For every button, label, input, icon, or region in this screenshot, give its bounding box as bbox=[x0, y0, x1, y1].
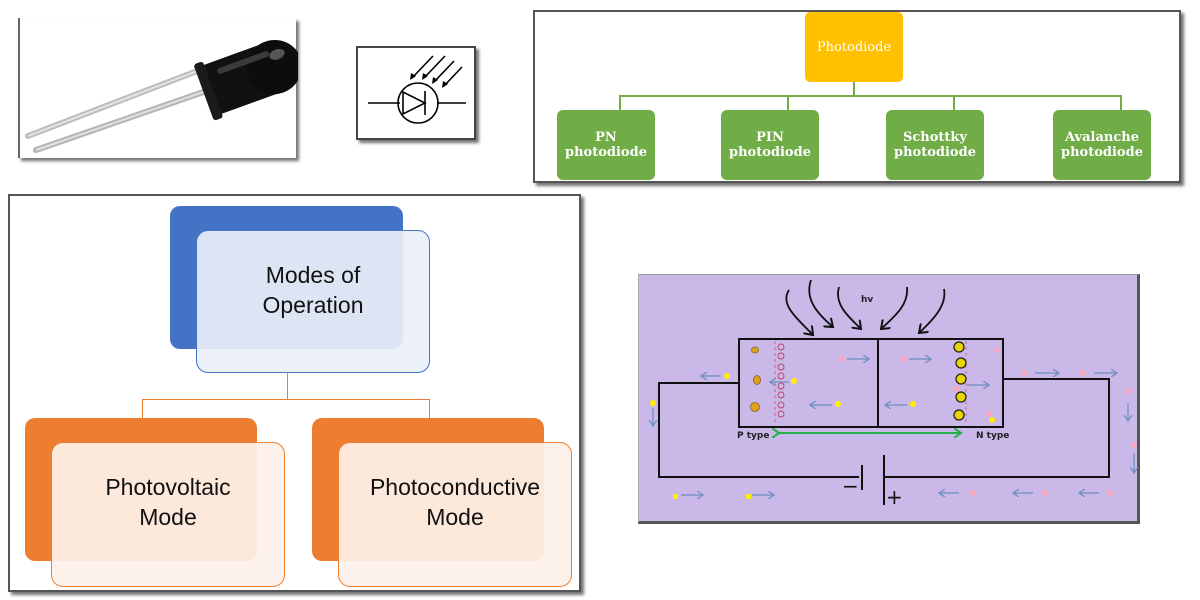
circuit-svg: hv − + P type N type bbox=[639, 279, 1141, 509]
node-line1: Photoconductive bbox=[369, 474, 541, 500]
battery-plus-label: + bbox=[886, 485, 903, 509]
connector-line bbox=[287, 373, 289, 400]
connector-line bbox=[142, 399, 144, 419]
node-line2: photodiode bbox=[565, 145, 647, 160]
connector-line bbox=[142, 399, 430, 401]
node-line2: Mode bbox=[426, 504, 484, 530]
wire-right bbox=[884, 378, 1110, 478]
node-line1: Schottky bbox=[902, 130, 967, 145]
photodiode-image bbox=[25, 39, 303, 153]
connector-line bbox=[429, 399, 431, 419]
connector-line bbox=[619, 95, 1121, 97]
photovoltaic-node-card bbox=[51, 442, 285, 587]
wire-left bbox=[658, 382, 859, 478]
node-line1: PN bbox=[595, 130, 617, 145]
connector-line bbox=[787, 95, 789, 110]
negative-ions bbox=[777, 343, 785, 418]
photodiode-symbol bbox=[356, 46, 476, 140]
battery-minus-label: − bbox=[842, 474, 859, 498]
node-line2: photodiode bbox=[894, 145, 976, 160]
flow-arrows bbox=[653, 359, 1134, 495]
positive-ions bbox=[953, 341, 967, 421]
connector-line bbox=[953, 95, 955, 110]
connector-line bbox=[619, 95, 621, 110]
acceptor-atoms bbox=[750, 346, 761, 412]
node-line2: photodiode bbox=[729, 145, 811, 160]
electrons bbox=[839, 347, 1137, 496]
root-line2: Operation bbox=[262, 292, 364, 318]
photodiode-symbol-icon bbox=[368, 55, 466, 124]
connector-line bbox=[1120, 95, 1122, 110]
p-type-label: P type bbox=[737, 431, 769, 441]
light-rays bbox=[785, 279, 946, 335]
photon-energy-label: hv bbox=[861, 295, 873, 305]
tree-root-photodiode: Photodiode bbox=[805, 12, 903, 82]
n-type-label: N type bbox=[976, 431, 1009, 441]
node-line2: Mode bbox=[139, 504, 197, 530]
connector-line bbox=[853, 82, 855, 96]
node-line1: Avalanche bbox=[1064, 130, 1139, 145]
root-line1: Modes of bbox=[265, 262, 361, 288]
node-line2: photodiode bbox=[1061, 145, 1143, 160]
node-line1: Photovoltaic bbox=[105, 474, 231, 500]
node-line1: PIN bbox=[756, 130, 784, 145]
root-node-label: Modes of Operation bbox=[196, 230, 430, 350]
root-node-card bbox=[196, 230, 430, 373]
photodiode-photo bbox=[18, 18, 303, 158]
holes bbox=[650, 373, 995, 499]
photodiode-circuit-diagram: hv − + P type N type bbox=[638, 274, 1140, 524]
photoconductive-node-card bbox=[338, 442, 572, 587]
